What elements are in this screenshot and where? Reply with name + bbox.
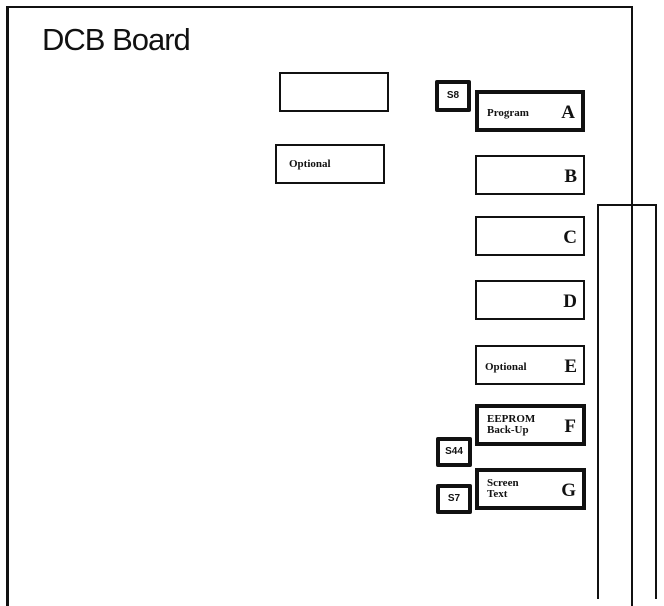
connector-right-line	[655, 204, 657, 599]
optional-left-label: Optional	[289, 158, 331, 170]
slot-g-box: Screen Text G	[475, 468, 586, 510]
slot-f-label-line2: Back-Up	[487, 424, 529, 436]
slot-g-letter: G	[561, 480, 576, 501]
slot-a-label: Program	[487, 107, 529, 119]
slot-c-letter: C	[563, 227, 577, 248]
slot-g-label-line2: Text	[487, 488, 508, 500]
slot-e-box: Optional E	[475, 345, 585, 385]
board-title: DCB Board	[42, 22, 191, 57]
s44-tag: S44	[436, 437, 472, 467]
slot-f-box: EEPROM Back-Up F	[475, 404, 586, 446]
slot-e-label: Optional	[485, 361, 527, 373]
slot-a-box: Program A	[475, 90, 585, 132]
slot-f-label-line1: EEPROM	[487, 413, 536, 425]
slot-b-box: B	[475, 155, 585, 195]
slot-f-letter: F	[564, 416, 576, 437]
connector-left-line	[597, 204, 599, 599]
slot-c-box: C	[475, 216, 585, 256]
blank-top-box	[279, 72, 389, 112]
optional-left-box: Optional	[275, 144, 385, 184]
dcb-board-outline	[6, 6, 633, 606]
slot-d-letter: D	[563, 291, 577, 312]
slot-e-letter: E	[564, 356, 577, 377]
connector-top-line	[597, 204, 657, 206]
s7-tag: S7	[436, 484, 472, 514]
s8-tag: S8	[435, 80, 471, 112]
slot-d-box: D	[475, 280, 585, 320]
slot-a-letter: A	[561, 102, 575, 123]
slot-b-letter: B	[564, 166, 577, 187]
slot-g-label-line1: Screen	[487, 477, 519, 489]
